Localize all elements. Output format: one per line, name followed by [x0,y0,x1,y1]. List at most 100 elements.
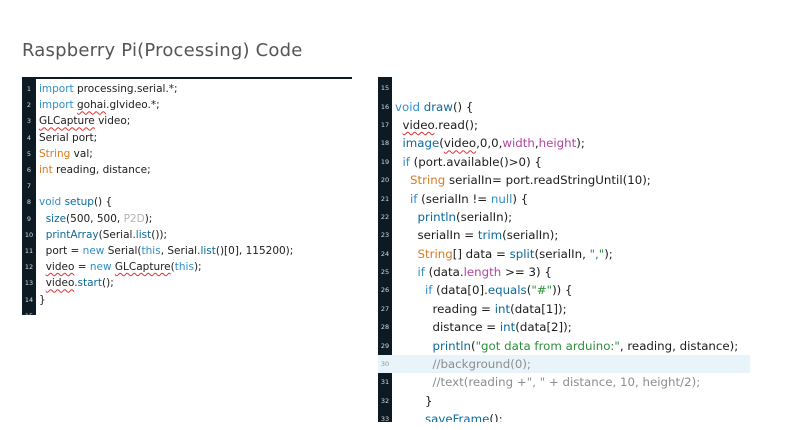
code-text: println(serialIn); [392,209,513,224]
code-text: String serialIn= port.readStringUntil(10… [392,173,651,187]
code-token: (500, 500, [66,212,124,225]
line-number: 10 [24,230,34,239]
code-token: = [74,261,90,274]
code-text: video.start(); [36,277,114,289]
code-token: (serialIn != [417,191,491,206]
line-number: 8 [26,198,32,207]
code-token: video; [94,115,131,128]
code-token: (data[1]); [510,301,567,316]
line-number: 20 [380,176,390,185]
code-text: printArray(Serial.list()); [36,229,167,241]
code-token: ); [144,212,153,225]
code-line: 12 video = new GLCapture(this); [22,259,352,275]
code-line: 13 video.start(); [22,275,352,291]
code-token: , Serial. [160,244,201,257]
line-number: 26 [380,286,390,295]
code-token: saveFrame [425,412,490,422]
code-token: this [141,244,161,257]
code-token: , reading, distance); [619,338,739,353]
code-line: 28 distance = int(data[2]); [378,318,750,336]
code-token: val; [70,147,93,160]
code-text: if (data.length >= 3) { [392,265,552,279]
code-token: ); [576,136,585,151]
code-token: (); [102,277,114,290]
code-token: [] data = [452,246,510,261]
code-line: 26 if (data[0].equals("#")) { [378,281,750,299]
code-token: (serialIn); [502,228,559,243]
code-text: if (port.available()>0) { [392,155,542,169]
code-token: image [402,136,440,151]
code-token: ,0,0, [476,136,503,151]
code-line: 15 [378,79,750,97]
code-text: String[] data = split(serialIn, ","); [392,247,613,261]
code-token: (data[2]); [515,320,572,335]
code-token: } [395,393,433,408]
code-line: 15 [22,308,352,315]
code-line: 23 serialIn = trim(serialIn); [378,226,750,244]
line-number: 12 [24,263,34,272]
code-text: GLCapture video; [36,115,130,127]
code-token: if [410,191,418,206]
code-token: //text(reading +", " + distance, 10, hei… [432,375,701,390]
code-text: int reading, distance; [36,164,151,176]
code-text: saveFrame(); [392,412,503,422]
line-number: 13 [24,279,34,288]
line-number: 28 [380,323,390,332]
code-token: if [402,154,410,169]
code-token: gohai [77,99,107,112]
line-number: 4 [26,133,32,142]
code-text: size(500, 500, P2D); [36,212,153,225]
code-line: 19 if (port.available()>0) { [378,153,750,171]
code-token [395,192,410,206]
line-number: 19 [380,157,390,166]
code-token: void [39,196,65,209]
code-token: reading = [395,301,495,316]
code-token: video [45,261,75,274]
code-text: video = new GLCapture(this); [36,261,202,273]
code-token: split [509,246,535,261]
code-text: video.read(); [392,118,479,132]
code-token: //background(0); [432,357,531,372]
code-text: reading = int(data[1]); [392,301,567,316]
code-token: ); [604,246,613,261]
code-token [39,261,46,273]
code-text: String val; [36,148,93,160]
code-line: 31 //text(reading +", " + distance, 10, … [378,373,750,391]
code-token: printArray [45,228,99,241]
code-token: list [200,244,216,257]
line-number: 5 [26,149,32,158]
code-token: (serialIn); [455,209,513,224]
code-token: "," [589,246,605,261]
code-token: "#" [531,283,553,298]
code-token: (data[0]. [432,283,488,298]
code-token: import [39,83,78,96]
code-token: () { [452,99,474,114]
code-token: Serial( [104,244,142,257]
code-line: 27 reading = int(data[1]); [378,300,750,318]
code-token: width [502,136,535,151]
line-number: 2 [26,101,32,110]
code-token: (Serial. [98,228,136,241]
line-number: 33 [380,415,390,422]
line-number: 11 [24,246,34,255]
code-text: } [36,294,46,306]
code-token: reading, distance; [52,164,151,177]
code-text: import gohai.glvideo.*; [36,99,160,111]
code-token: ( [526,283,532,298]
code-line: 17 video.read(); [378,116,750,134]
code-token: equals [487,283,527,298]
code-token [395,357,433,371]
code-token: ( [439,136,444,151]
code-token: () { [93,196,113,209]
code-line: 24 String[] data = split(serialIn, ","); [378,245,750,263]
code-token: .glvideo.*; [106,99,160,112]
code-token: String [417,246,453,261]
code-token [395,118,403,132]
code-line: 21 if (serialIn != null) { [378,189,750,207]
code-token: if [425,283,433,298]
code-token: serialIn = [395,228,478,243]
